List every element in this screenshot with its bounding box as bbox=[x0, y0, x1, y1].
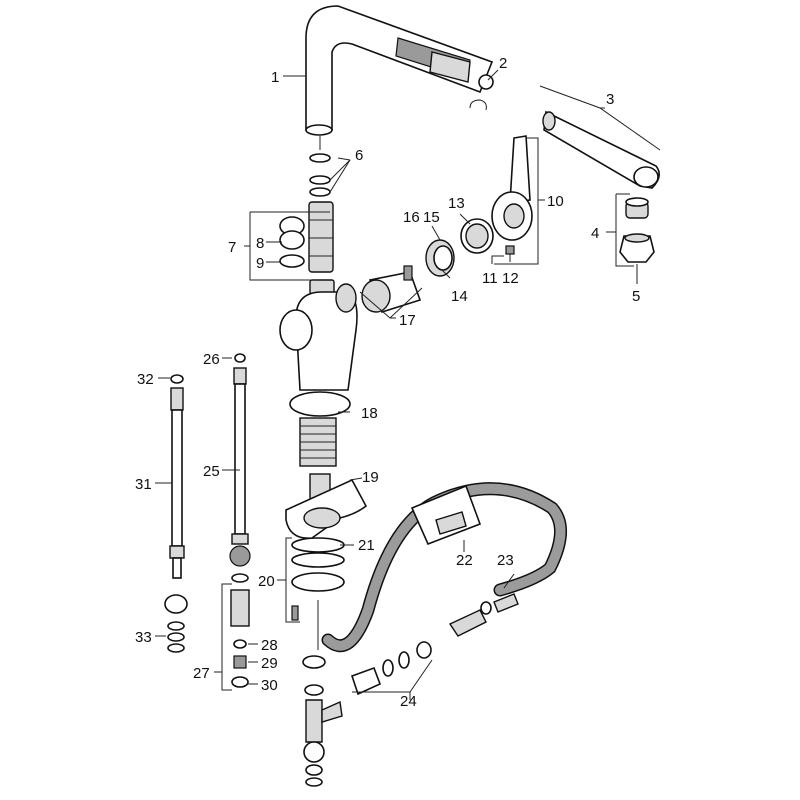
supply-hose-part-25 bbox=[229, 353, 251, 567]
callout-5: 5 bbox=[632, 288, 640, 305]
callout-24: 24 bbox=[400, 693, 417, 710]
callout-25: 25 bbox=[203, 463, 220, 480]
callout-3: 3 bbox=[606, 91, 614, 108]
callout-12: 12 bbox=[502, 270, 519, 287]
callout-10: 10 bbox=[547, 193, 564, 210]
callout-9: 9 bbox=[256, 255, 264, 272]
callout-28: 28 bbox=[261, 637, 278, 654]
nut-set-part-33 bbox=[164, 594, 188, 653]
fittings-part-24 bbox=[350, 641, 432, 696]
callout-27: 27 bbox=[193, 665, 210, 682]
clip-part-2 bbox=[469, 99, 487, 111]
hose-connector bbox=[448, 593, 519, 637]
callout-26: 26 bbox=[203, 351, 220, 368]
spout-part-1 bbox=[305, 5, 494, 136]
valve-set-part-27 bbox=[230, 573, 250, 688]
callout-20: 20 bbox=[258, 573, 275, 590]
callout-15: 15 bbox=[423, 209, 440, 226]
callout-6: 6 bbox=[355, 147, 363, 164]
callout-7: 7 bbox=[228, 239, 236, 256]
callout-14: 14 bbox=[451, 288, 468, 305]
pullout-hose-part-23 bbox=[321, 482, 567, 653]
supply-hose-part-31 bbox=[169, 374, 185, 579]
tee-connector bbox=[303, 684, 343, 787]
leader-lines bbox=[155, 69, 661, 700]
callout-1: 1 bbox=[271, 69, 279, 86]
cartridge-part-17 bbox=[361, 265, 422, 313]
callout-16: 16 bbox=[403, 209, 420, 226]
callout-29: 29 bbox=[261, 655, 278, 672]
callout-32: 32 bbox=[137, 371, 154, 388]
callout-17: 17 bbox=[399, 312, 416, 329]
o-rings-part-6 bbox=[309, 136, 331, 197]
spout-connector bbox=[279, 201, 334, 273]
callout-18: 18 bbox=[361, 405, 378, 422]
base-flange-part-18 bbox=[289, 391, 351, 467]
lever-part-10 bbox=[491, 135, 533, 255]
callout-30: 30 bbox=[261, 677, 278, 694]
callout-31: 31 bbox=[135, 476, 152, 493]
callout-23: 23 bbox=[497, 552, 514, 569]
callout-labels: 1 2 3 4 5 6 7 8 9 10 11 12 13 14 15 16 1… bbox=[135, 55, 640, 710]
callout-13: 13 bbox=[448, 195, 465, 212]
callout-33: 33 bbox=[135, 629, 152, 646]
callout-21: 21 bbox=[358, 537, 375, 554]
callout-2: 2 bbox=[499, 55, 507, 72]
mounting-parts bbox=[285, 473, 368, 669]
hose-weight-part-22 bbox=[410, 484, 482, 546]
callout-8: 8 bbox=[256, 235, 264, 252]
callout-11: 11 bbox=[482, 270, 498, 287]
callout-4: 4 bbox=[591, 225, 599, 242]
callout-19: 19 bbox=[362, 469, 379, 486]
faucet-body bbox=[279, 279, 358, 391]
spray-head-part-3 bbox=[542, 110, 660, 189]
callout-22: 22 bbox=[456, 552, 473, 569]
bonnet-rings bbox=[425, 218, 494, 277]
aerator-parts bbox=[619, 197, 655, 263]
